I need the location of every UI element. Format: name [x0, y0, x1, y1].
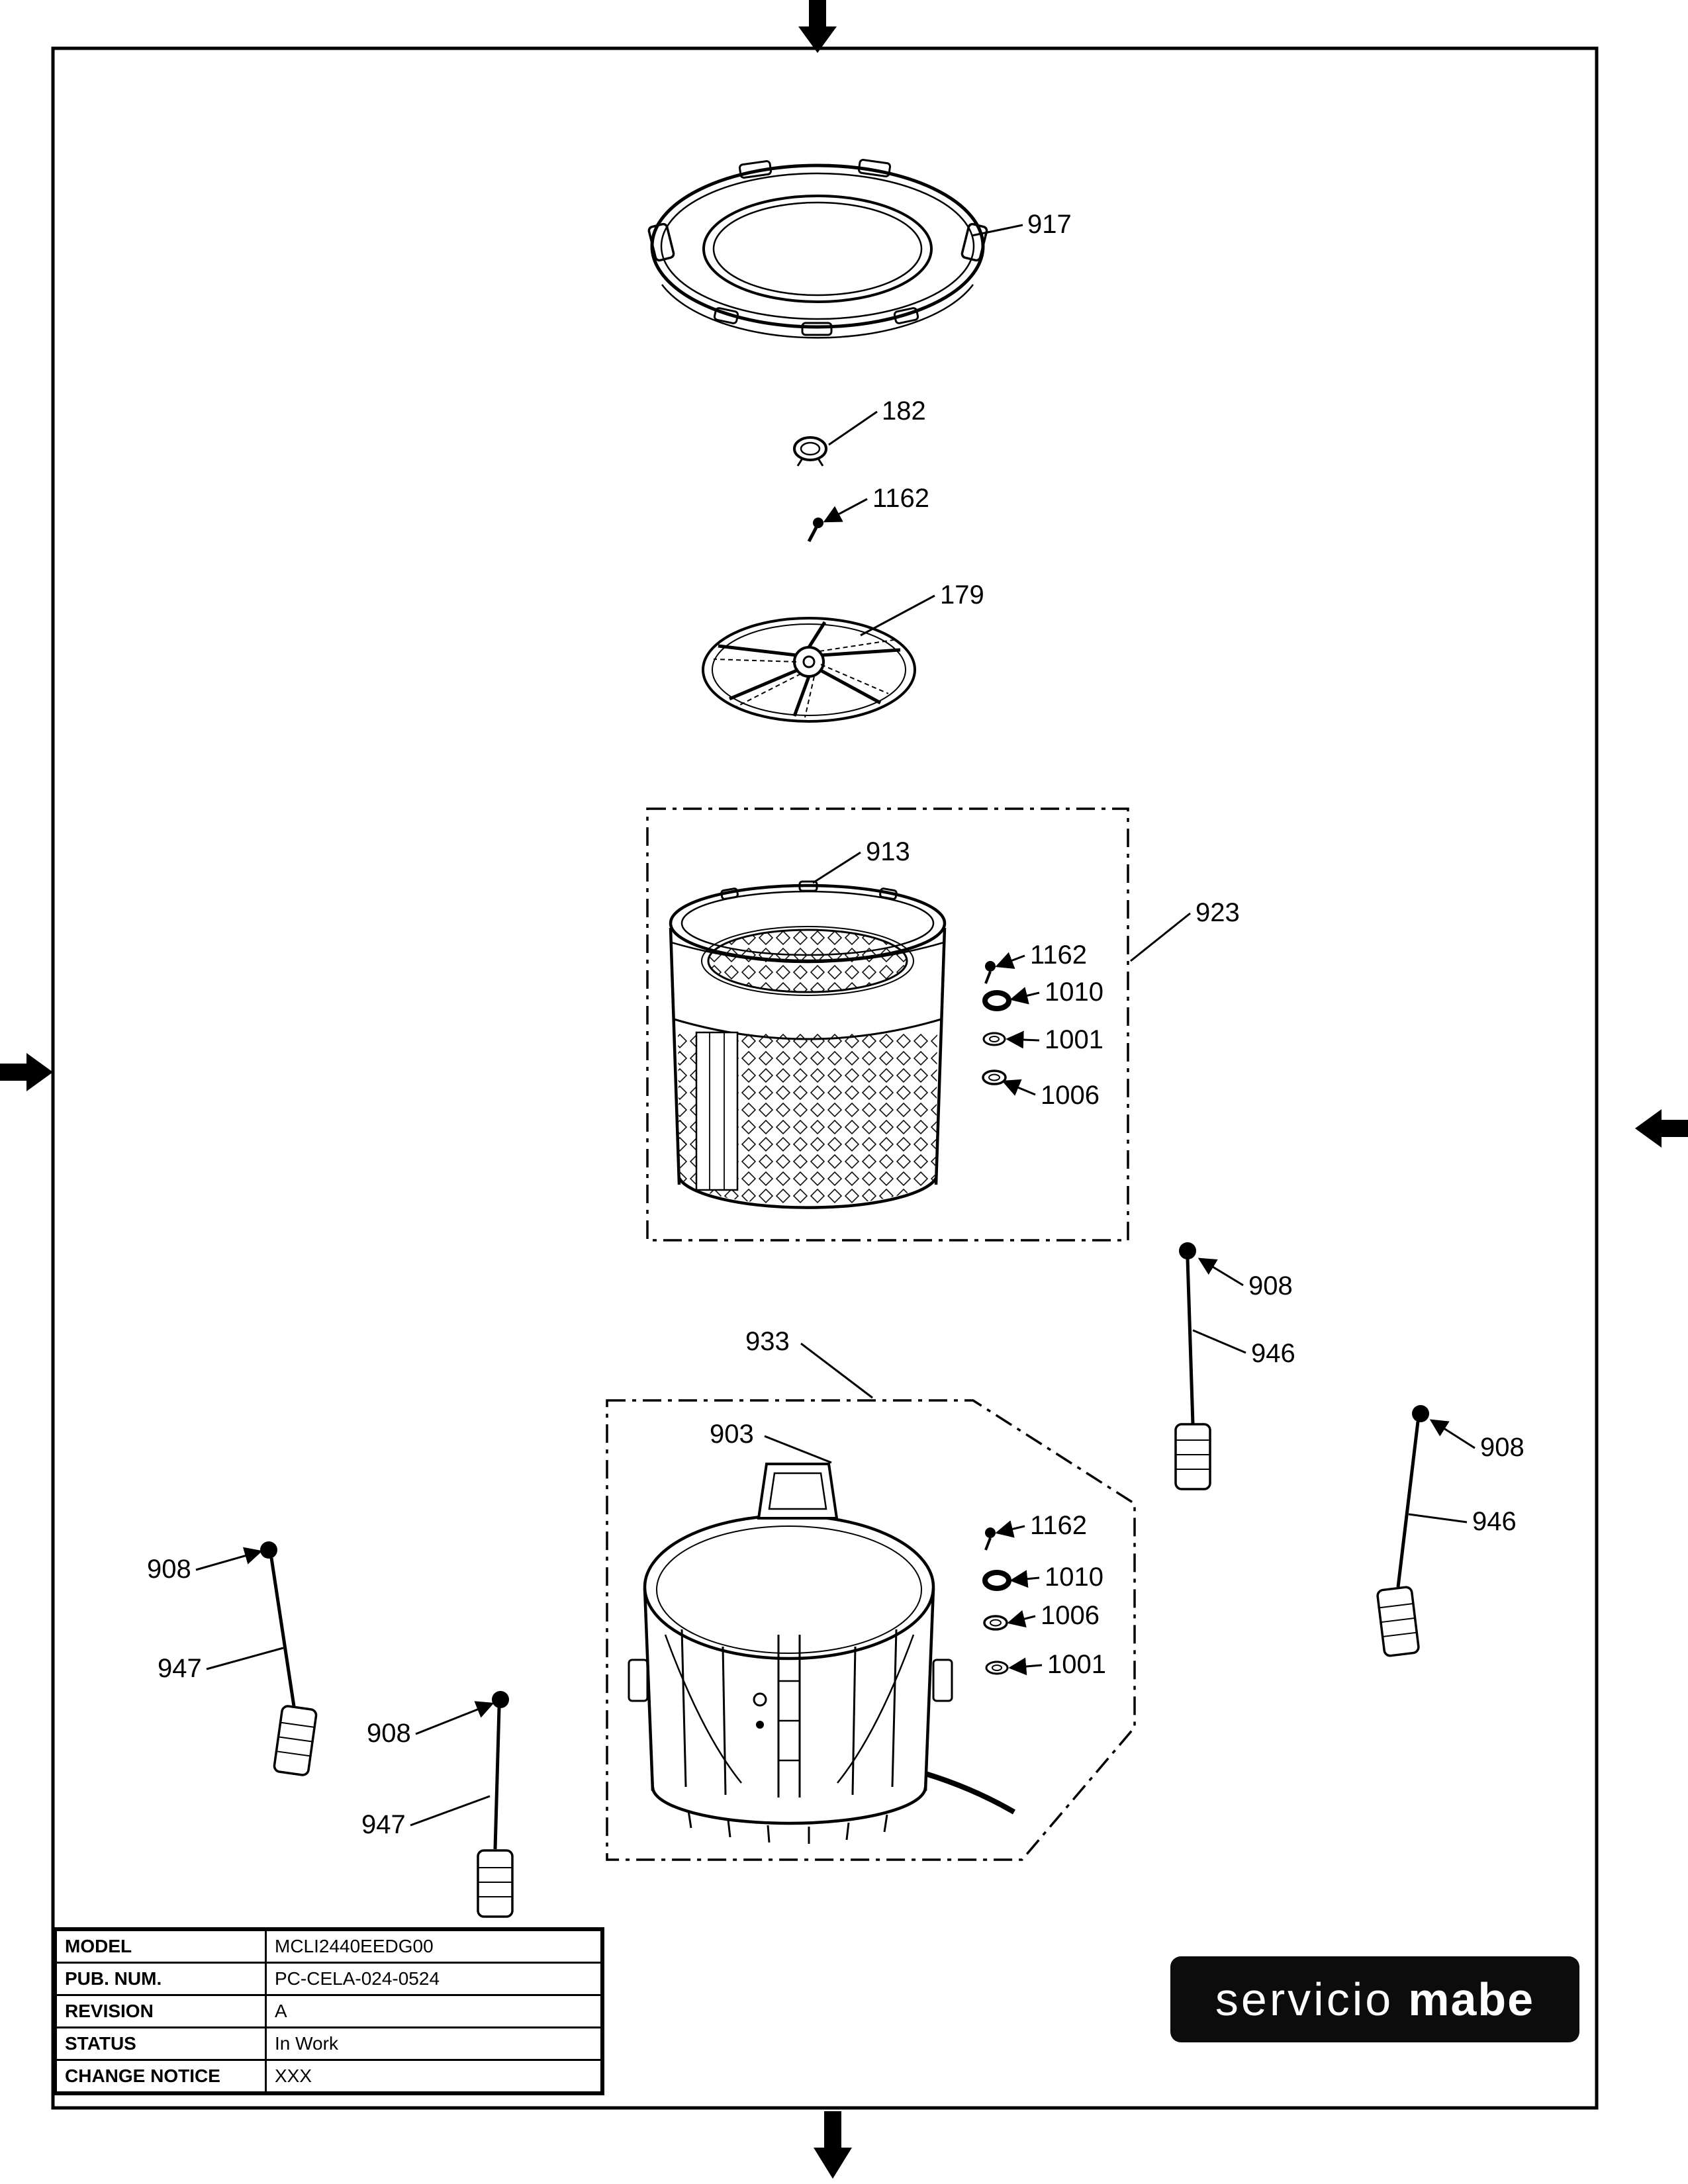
title-block-value: PC-CELA-024-0524: [265, 1962, 604, 1996]
title-block-label: STATUS: [54, 2026, 267, 2061]
screw-part-upper: [807, 518, 823, 543]
title-block-value: A: [265, 1994, 604, 2028]
callout-1001-a: 1001: [1045, 1025, 1103, 1054]
table-row: MODEL MCLI2440EEDG00: [54, 1928, 604, 1964]
table-row: PUB. NUM. PC-CELA-024-0524: [54, 1962, 604, 1996]
title-block-label: REVISION: [54, 1994, 267, 2028]
table-row: CHANGE NOTICE XXX: [54, 2059, 604, 2095]
title-block-label: PUB. NUM.: [54, 1962, 267, 1996]
registration-arrow-bottom: [814, 2111, 852, 2179]
callout-913: 913: [866, 837, 910, 866]
callout-903: 903: [710, 1420, 754, 1449]
outer-tub-part: [628, 1463, 1016, 1844]
callout-182: 182: [882, 396, 926, 426]
basket-hardware-set: [982, 961, 1011, 1085]
registration-arrow-top: [798, 0, 837, 53]
suspension-rod-mid-left: [477, 1691, 514, 1918]
callout-1010-b: 1010: [1045, 1563, 1103, 1592]
logo-text-servicio: servicio: [1215, 1974, 1394, 2025]
title-block-value: MCLI2440EEDG00: [265, 1928, 604, 1964]
tub-ring-part: [647, 159, 988, 339]
registration-arrow-right: [1635, 1109, 1688, 1148]
title-block-table: MODEL MCLI2440EEDG00 PUB. NUM. PC-CELA-0…: [53, 1927, 604, 2095]
leader-lines: [195, 224, 1476, 1827]
drawing-frame: [51, 46, 1599, 2110]
callout-1001-b: 1001: [1047, 1650, 1106, 1679]
tub-assembly-dashed-box: [606, 1399, 1136, 1861]
callout-1010-a: 1010: [1045, 978, 1103, 1007]
callout-908-c: 908: [147, 1555, 191, 1584]
suspension-rod-far-right: [1376, 1405, 1429, 1657]
callout-908-a: 908: [1248, 1271, 1293, 1300]
callout-933: 933: [745, 1327, 790, 1356]
callout-947-b: 947: [361, 1810, 406, 1839]
callout-908-d: 908: [367, 1719, 411, 1748]
agitator-part: [702, 617, 916, 723]
tub-hardware-set: [982, 1527, 1011, 1675]
callout-1162-b: 1162: [1030, 940, 1087, 970]
clamp-part: [793, 436, 827, 467]
callout-labels: 917 182 1162 179 913 923 1162 1010 1001 …: [147, 210, 1524, 1839]
title-block-value: In Work: [265, 2026, 604, 2061]
callout-946-b: 946: [1472, 1507, 1517, 1536]
callout-1162-a: 1162: [872, 484, 929, 513]
table-row: STATUS In Work: [54, 2026, 604, 2061]
basket-assembly-dashed-box: [646, 807, 1129, 1242]
suspension-rod-left: [260, 1541, 318, 1776]
title-block-label: CHANGE NOTICE: [54, 2059, 267, 2095]
table-row: REVISION A: [54, 1994, 604, 2028]
callout-946-a: 946: [1251, 1339, 1295, 1368]
callout-908-b: 908: [1480, 1433, 1524, 1462]
title-block: MODEL MCLI2440EEDG00 PUB. NUM. PC-CELA-0…: [53, 1927, 604, 2095]
servicio-mabe-logo: servicio mabe: [1170, 1956, 1579, 2042]
title-block-label: MODEL: [54, 1928, 267, 1964]
title-block-value: XXX: [265, 2059, 604, 2095]
callout-1162-c: 1162: [1030, 1511, 1087, 1540]
registration-arrow-left: [0, 1053, 53, 1091]
logo-text-mabe: mabe: [1408, 1974, 1535, 2025]
callout-179: 179: [940, 580, 984, 610]
suspension-rod-top-right: [1174, 1242, 1211, 1490]
callout-1006-a: 1006: [1041, 1081, 1100, 1110]
callout-917: 917: [1027, 210, 1072, 239]
callout-923: 923: [1196, 898, 1240, 927]
callout-947-a: 947: [158, 1654, 202, 1683]
callout-1006-b: 1006: [1041, 1601, 1100, 1630]
inner-basket-part: [669, 880, 947, 1209]
